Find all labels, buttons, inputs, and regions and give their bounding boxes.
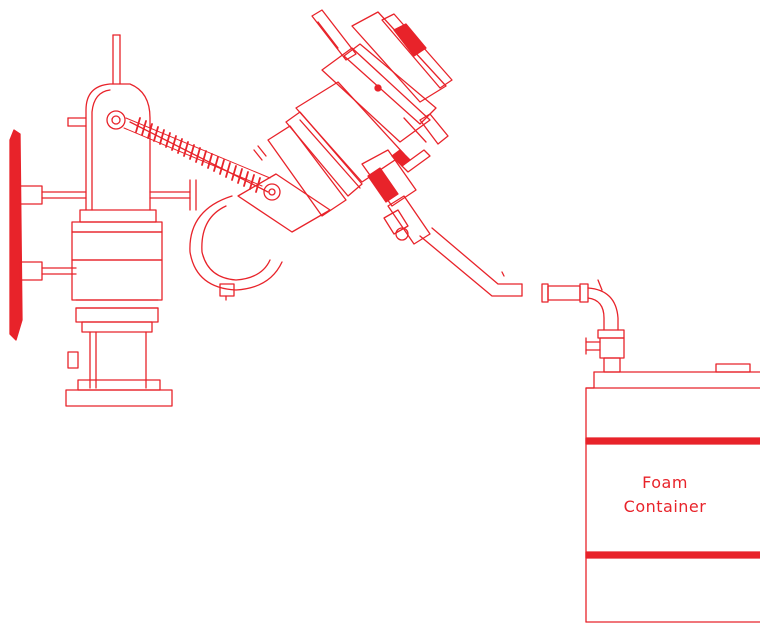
hydraulic-cylinder <box>123 117 281 211</box>
nozzle-barrel <box>237 9 453 233</box>
inductor-valve <box>361 149 431 245</box>
foam-container <box>585 363 760 623</box>
riser-body <box>65 34 191 407</box>
swivel-elbow <box>189 145 283 301</box>
container-label-line2: Container <box>624 497 707 516</box>
handwheel <box>9 129 87 341</box>
pickup-hose <box>419 227 523 297</box>
container-label-line1: Foam <box>642 473 688 492</box>
pickup-tube <box>541 279 625 373</box>
